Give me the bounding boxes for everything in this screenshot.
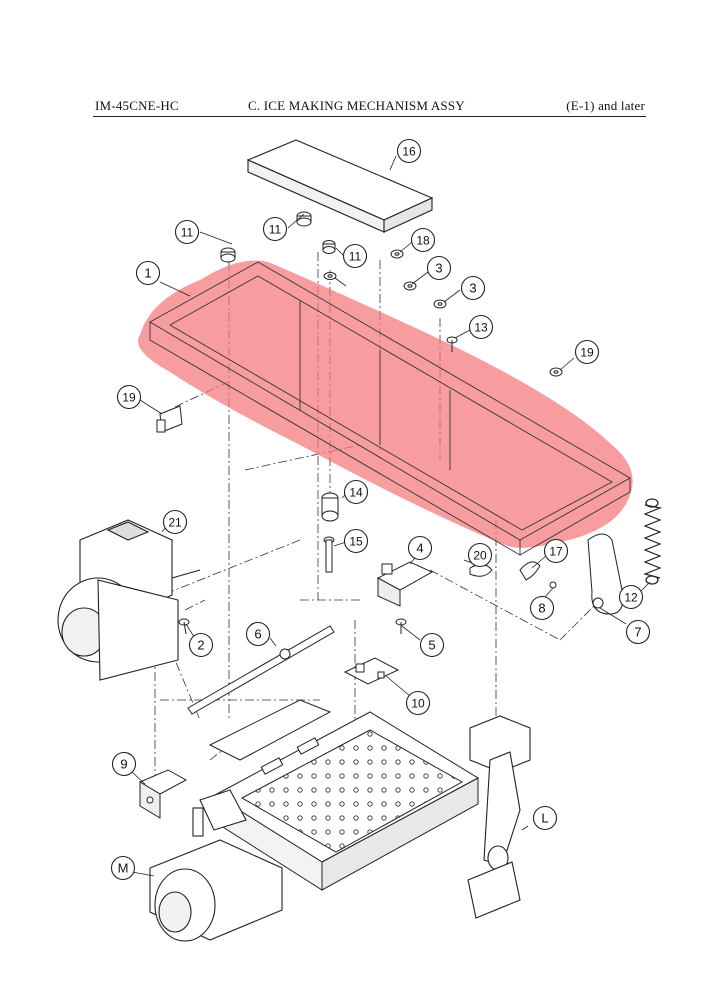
callout-label: 19	[122, 391, 136, 405]
callout-5: 5	[419, 632, 445, 658]
drive-motor-N	[149, 789, 283, 942]
callout-label: M	[118, 861, 129, 876]
callout-label: 11	[181, 226, 194, 240]
callout-3: 3	[460, 275, 486, 301]
callout-6: 6	[245, 621, 271, 647]
callout-2: 2	[188, 632, 214, 658]
grommet-19b	[549, 367, 563, 377]
callout-4: 4	[407, 535, 433, 561]
callout-label: 4	[416, 541, 423, 556]
spacer-14	[321, 492, 339, 522]
callout-20: 20	[467, 542, 493, 568]
leader-lines	[131, 155, 651, 877]
part-10-bracket	[343, 657, 400, 685]
callout-l: L	[532, 805, 558, 831]
callout-18: 18	[410, 227, 436, 253]
nut-11c	[322, 240, 336, 254]
callout-label: 21	[168, 516, 182, 530]
washer-15	[323, 272, 337, 280]
part-1-highlighted-tray	[138, 260, 633, 556]
callout-label: 8	[538, 601, 545, 616]
callout-label: 6	[254, 627, 261, 642]
gear-motor-L	[57, 519, 201, 681]
pin-16	[323, 536, 335, 573]
callout-label: L	[541, 811, 548, 826]
part-6-shaft	[187, 625, 335, 715]
header-title: C. ICE MAKING MECHANISM ASSY	[248, 98, 465, 113]
callout-15: 15	[343, 528, 369, 554]
e-ring-8	[549, 581, 557, 589]
callout-8: 8	[529, 595, 555, 621]
highlight-region	[138, 260, 633, 548]
callout-7: 7	[625, 619, 651, 645]
screw-13	[446, 336, 458, 352]
part-17-top-panel	[246, 139, 434, 233]
callout-label: 17	[549, 545, 563, 559]
callout-label: 1	[144, 266, 151, 281]
part-12-spring	[643, 498, 663, 585]
callout-label: 2	[197, 638, 204, 653]
grommet-3b	[433, 299, 447, 309]
callout-label: 18	[416, 234, 430, 248]
callout-12: 12	[618, 584, 644, 610]
callout-16: 16	[396, 138, 422, 164]
callout-11: 11	[342, 243, 368, 269]
header-model: IM-45CNE-HC	[95, 98, 179, 113]
part-4-bracket	[376, 561, 434, 607]
callout-label: 20	[473, 549, 487, 563]
callout-label: 3	[469, 281, 476, 296]
callout-label: 10	[411, 697, 425, 711]
hardware-fasteners	[156, 211, 563, 635]
callout-9: 9	[111, 751, 137, 777]
callout-19: 19	[116, 384, 142, 410]
callout-3: 3	[426, 255, 452, 281]
grommet-3a	[403, 281, 417, 291]
callout-label: 14	[349, 486, 363, 500]
clip-20	[156, 405, 183, 433]
callout-13: 13	[468, 314, 494, 340]
callout-label: 11	[269, 223, 282, 237]
part-7-actuator-arm	[587, 533, 624, 615]
callout-label: 9	[120, 757, 127, 772]
callout-17: 17	[543, 538, 569, 564]
callout-label: 13	[474, 321, 488, 335]
callout-14: 14	[343, 479, 369, 505]
nut-11b	[296, 211, 312, 227]
screw-2	[178, 618, 190, 635]
callout-label: 5	[428, 638, 435, 653]
header-serial: (E-1) and later	[566, 98, 645, 113]
callout-label: 19	[580, 346, 594, 360]
callout-m: M	[110, 855, 136, 881]
callout-11: 11	[174, 219, 200, 245]
screw-5	[395, 618, 407, 634]
part-9-bracket	[138, 769, 188, 819]
callout-10: 10	[405, 690, 431, 716]
header-rule	[93, 116, 646, 117]
callout-label: 15	[349, 535, 363, 549]
actuator-M	[467, 715, 531, 919]
nut-11a	[220, 247, 236, 263]
callout-label: 11	[349, 250, 362, 264]
callout-label: 16	[402, 145, 416, 159]
callout-11: 11	[262, 216, 288, 242]
callout-label: 3	[435, 261, 442, 276]
callout-21: 21	[162, 509, 188, 535]
callout-19: 19	[574, 339, 600, 365]
callout-label: 7	[634, 625, 641, 640]
callout-label: 12	[624, 591, 638, 605]
callout-1: 1	[135, 260, 161, 286]
spring-clip-18	[519, 561, 541, 581]
